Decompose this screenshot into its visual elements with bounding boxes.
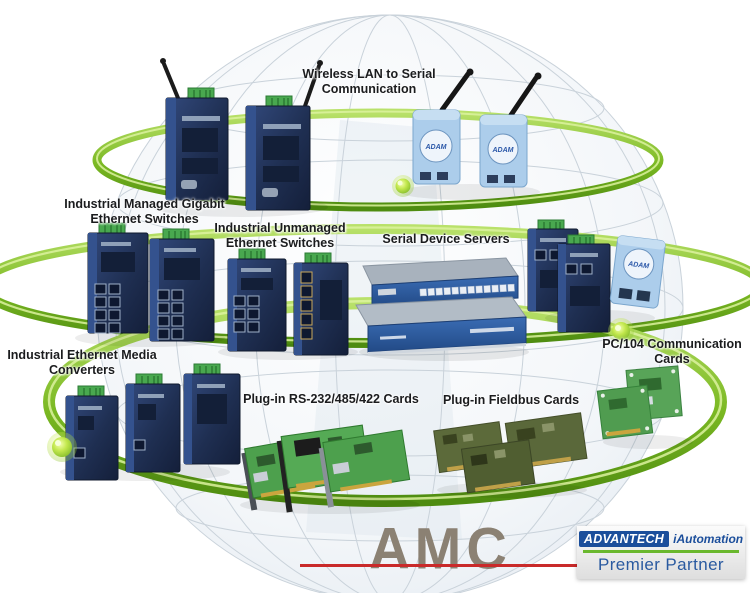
advantech-partner-logo: ADVANTECH iAutomation Premier Partner	[577, 526, 745, 579]
advantech-logo-row: ADVANTECH iAutomation	[578, 531, 743, 547]
pc104-cards-group	[596, 365, 683, 440]
wireless-serial-devices	[160, 58, 323, 211]
label-unmanaged-switches: Industrial Unmanaged Ethernet Switches	[214, 221, 346, 251]
rs232-plugin-cards	[241, 424, 411, 513]
iautomation-label: iAutomation	[673, 532, 744, 546]
amc-watermark-letters: AMC	[369, 515, 512, 582]
adam-serial-module: ADAM	[609, 235, 666, 309]
adam-logo-text: ADAM	[425, 144, 447, 151]
rack-serial-device-servers	[355, 257, 527, 355]
amc-watermark-red-line	[300, 564, 592, 567]
advantech-brand-badge: ADVANTECH	[578, 531, 670, 547]
right-serial-device-servers: ADAM	[527, 219, 666, 333]
managed-gigabit-switches	[87, 222, 215, 342]
premier-partner-tagline: Premier Partner	[598, 554, 724, 574]
unmanaged-switches	[227, 248, 349, 356]
adam-logo-text: ADAM	[627, 261, 650, 271]
logo-green-rule	[583, 550, 739, 553]
label-fieldbus-cards: Plug-in Fieldbus Cards	[442, 393, 580, 407]
ring-glow-balls	[47, 175, 634, 462]
media-converters	[65, 363, 241, 481]
label-media-converters: Industrial Ethernet Media Converters	[7, 348, 157, 378]
adam-wireless-modules: ADAM ADAM	[412, 68, 542, 188]
label-rs232-cards: Plug-in RS-232/485/422 Cards	[243, 392, 419, 406]
label-managed-gigabit-switches: Industrial Managed Gigabit Ethernet Swit…	[64, 197, 225, 227]
fieldbus-plugin-cards	[433, 412, 588, 494]
label-pc104-cards: PC/104 Communication Cards	[602, 337, 742, 367]
label-serial-device-servers: Serial Device Servers	[382, 232, 510, 246]
amc-watermark: AMC	[338, 515, 543, 584]
label-wireless-lan-to-serial: Wireless LAN to Serial Communication	[302, 67, 436, 97]
adam-logo-text: ADAM	[492, 147, 514, 154]
